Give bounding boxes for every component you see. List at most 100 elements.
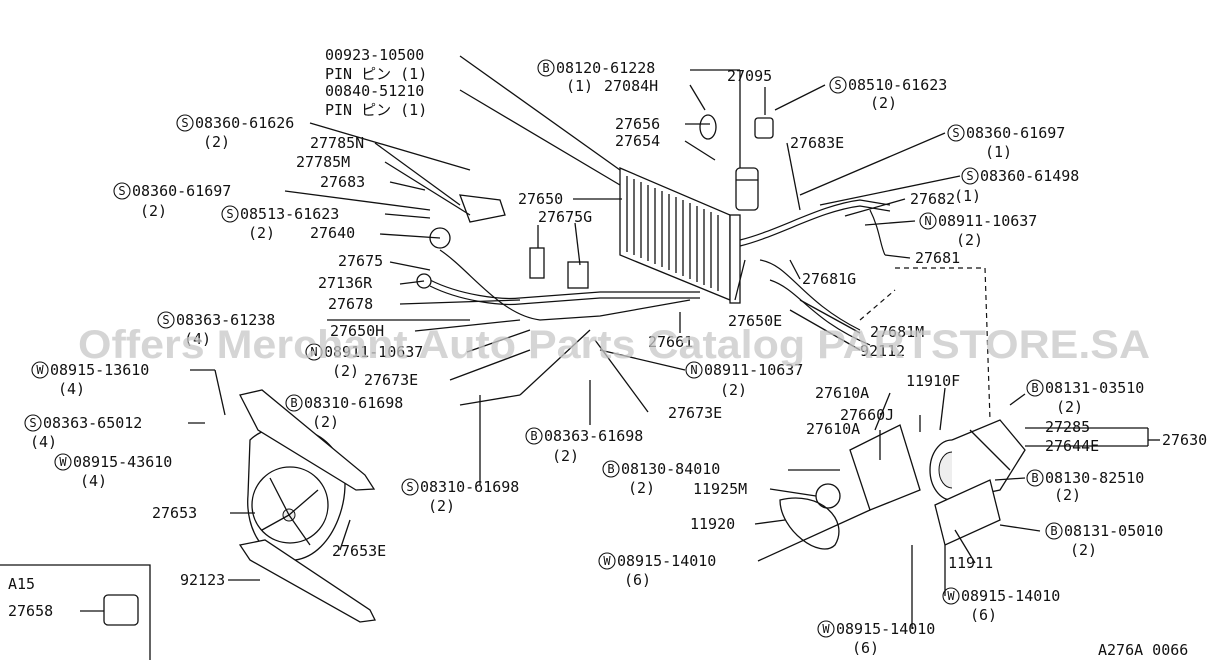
part-label: 27656 <box>615 115 660 133</box>
part-label: 27675 <box>338 252 383 270</box>
part-label: (2) <box>203 133 230 151</box>
part-label: 27785N <box>310 134 364 152</box>
part-label: 08915-14010 <box>961 587 1060 605</box>
part-label: (2) <box>140 202 167 220</box>
part-label: 27673E <box>668 404 722 422</box>
part-label: 27678 <box>328 295 373 313</box>
compressor <box>929 419 1026 501</box>
part-label: (2) <box>870 94 897 112</box>
part-label: 08120-61228 <box>556 59 655 77</box>
part-label: 08363-61238 <box>176 311 275 329</box>
part-label: 27084H <box>604 77 658 95</box>
part-label: 08915-14010 <box>617 552 716 570</box>
part-label: 27653E <box>332 542 386 560</box>
part-label: 08915-14010 <box>836 620 935 638</box>
part-label: 08363-65012 <box>43 414 142 432</box>
part-label: 08363-61698 <box>544 427 643 445</box>
fan-assembly <box>238 389 376 623</box>
inset-box <box>0 564 151 660</box>
part-label: (1) <box>954 187 981 205</box>
inset-title: A15 <box>8 575 35 593</box>
prefix-s-icon: S <box>952 126 959 140</box>
part-label: (2) <box>312 413 339 431</box>
part-label: 08915-13610 <box>50 361 149 379</box>
part-label: 27658 <box>8 602 53 620</box>
part-label: 08915-43610 <box>73 453 172 471</box>
prefix-n-icon: N <box>690 363 697 377</box>
part-label: (1) <box>566 77 593 95</box>
part-label: 08360-61498 <box>980 167 1079 185</box>
part-label: (2) <box>248 224 275 242</box>
part-labels: 00923-10500 PIN ピン (1) 00840-51210 PIN ピ… <box>8 46 1207 659</box>
part-label: (2) <box>956 231 983 249</box>
receiver-drier <box>735 167 759 211</box>
part-label: 27653 <box>152 504 197 522</box>
part-label: 27660J <box>840 406 894 424</box>
part-label: 08360-61697 <box>132 182 231 200</box>
prefix-s-icon: S <box>226 207 233 221</box>
part-label: 08131-05010 <box>1064 522 1163 540</box>
prefix-b-icon: B <box>1031 471 1038 485</box>
part-label: (2) <box>332 362 359 380</box>
part-label: 08360-61697 <box>966 124 1065 142</box>
part-label: 08911-10637 <box>938 212 1037 230</box>
prefix-s-icon: S <box>162 313 169 327</box>
prefix-b-icon: B <box>1031 381 1038 395</box>
prefix-s-icon: S <box>834 78 841 92</box>
prefix-w-icon: W <box>947 589 955 603</box>
part-label: 00923-10500 <box>325 46 424 64</box>
watermark: Offers Merchant Auto Parts Catalog PARTS… <box>78 323 1150 367</box>
part-label: 08310-61698 <box>420 478 519 496</box>
part-label: 27136R <box>318 274 373 292</box>
prefix-b-icon: B <box>1050 524 1057 538</box>
part-label: 27650 <box>518 190 563 208</box>
part-label: 08510-61623 <box>848 76 947 94</box>
prefix-s-icon: S <box>29 416 36 430</box>
prefix-b-icon: B <box>542 61 549 75</box>
part-label: 27610A <box>815 384 869 402</box>
part-label: (2) <box>1054 486 1081 504</box>
part-label: 27640 <box>310 224 355 242</box>
prefix-s-icon: S <box>406 480 413 494</box>
part-label: 27675G <box>538 208 592 226</box>
part-label: (2) <box>428 497 455 515</box>
prefix-w-icon: W <box>603 554 611 568</box>
prefix-b-icon: B <box>290 396 297 410</box>
part-label: 92112 <box>860 342 905 360</box>
prefix-w-icon: W <box>59 455 67 469</box>
prefix-s-icon: S <box>181 116 188 130</box>
part-label: 27095 <box>727 67 772 85</box>
part-label: 08911-10637 <box>324 343 423 361</box>
part-label: 27654 <box>615 132 660 150</box>
part-label: 27682 <box>910 190 955 208</box>
part-label: (1) <box>985 143 1012 161</box>
part-label: 00840-51210 <box>325 82 424 100</box>
part-label: 27644E <box>1045 437 1099 455</box>
part-label: (2) <box>628 479 655 497</box>
part-label: 11925M <box>693 480 747 498</box>
part-label: 27650H <box>330 322 384 340</box>
part-label: 27630 <box>1162 431 1207 449</box>
part-label: 08360-61626 <box>195 114 294 132</box>
prefix-s-icon: S <box>966 169 973 183</box>
part-label: 27785M <box>296 153 350 171</box>
prefix-n-icon: N <box>310 345 317 359</box>
pipe-network <box>429 199 891 346</box>
part-label: (4) <box>80 472 107 490</box>
prefix-b-icon: B <box>530 429 537 443</box>
part-label: (6) <box>624 571 651 589</box>
part-label: (2) <box>552 447 579 465</box>
part-label: 08130-84010 <box>621 460 720 478</box>
prefix-n-icon: N <box>924 214 931 228</box>
part-label: (4) <box>58 380 85 398</box>
part-label: (4) <box>30 433 57 451</box>
part-label: (2) <box>720 381 747 399</box>
part-label: 27681M <box>870 323 924 341</box>
part-label: 27610A <box>806 420 860 438</box>
prefix-s-icon: S <box>118 184 125 198</box>
part-label: (4) <box>184 330 211 348</box>
part-label: (6) <box>852 639 879 657</box>
part-label: 27285 <box>1045 418 1090 436</box>
prefix-circles: B S S S N S S S S N W N B B S B W B B S … <box>24 59 1063 638</box>
